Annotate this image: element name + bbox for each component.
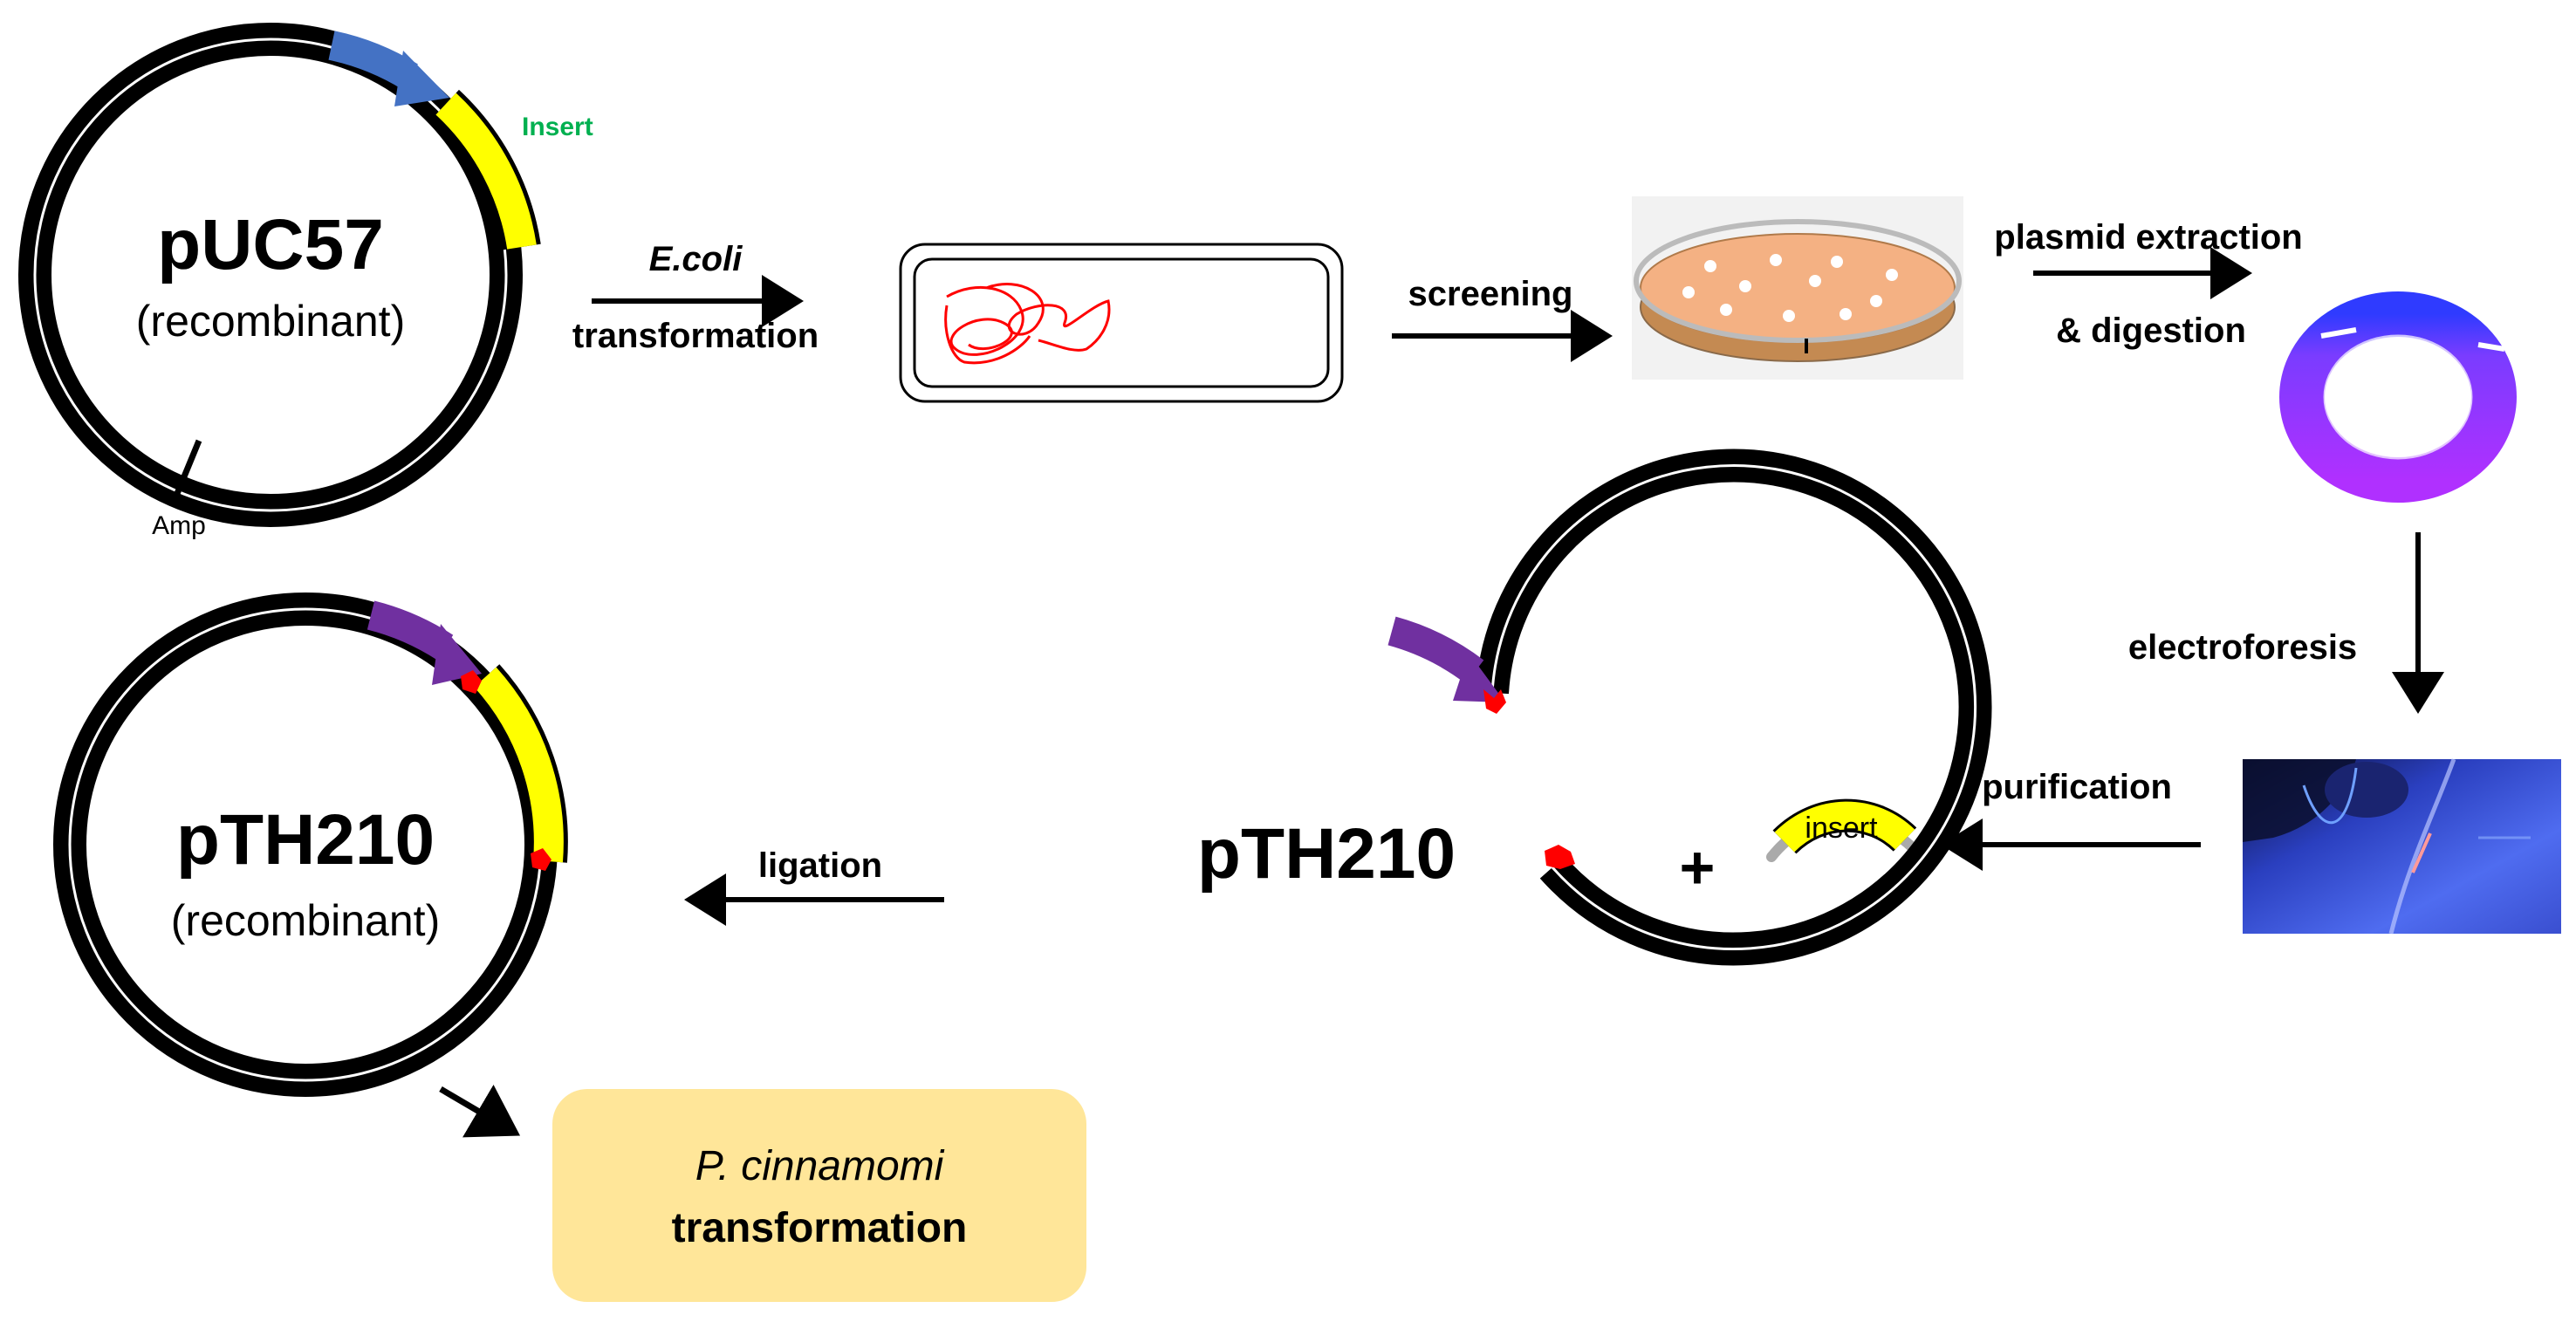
- pth210-open-cut-site: [1483, 689, 1506, 714]
- ecoli-label: E.coli: [649, 240, 743, 278]
- gel-photo-edge: [2388, 758, 2456, 935]
- pth210-open-cut-site: [1545, 845, 1575, 869]
- screening-label: screening: [1408, 275, 1573, 313]
- pth210-open-promoter-arrowhead: [1453, 653, 1505, 702]
- ecoli-cell-inner-membrane: [913, 257, 1330, 388]
- pth210-open-plasmid: pTH210: [1197, 449, 1992, 966]
- petri-dish-colonies: [1682, 254, 1898, 322]
- colony: [1720, 304, 1732, 316]
- puc57-insert-segment: [435, 92, 537, 250]
- petri-dish-lid: [1634, 219, 1962, 343]
- gel-photo-wire: [2302, 767, 2358, 825]
- gel-photo-band: [2411, 832, 2432, 873]
- final-transformation-step: P. cinnamomi transformation: [439, 1084, 1086, 1302]
- digested-plasmid-cut: [2320, 327, 2357, 339]
- gel-photo: [2243, 758, 2561, 935]
- ligation-step: ligation: [684, 846, 944, 926]
- ecoli-transformation-step: E.coli transformation: [572, 240, 819, 355]
- pth210-recombinant-promoter-arrow: [367, 600, 454, 661]
- petri-dish: [1632, 196, 1963, 380]
- puc57-promoter-arrow: [328, 31, 418, 90]
- digested-plasmid-cut: [2477, 342, 2505, 352]
- insert-fragment: insert +: [1680, 798, 1923, 901]
- ecoli-chromosome: [944, 283, 1111, 365]
- final-organism-label: P. cinnamomi: [695, 1143, 945, 1189]
- insert-fragment-body: [1774, 801, 1915, 853]
- puc57-amp-marker: [171, 439, 202, 502]
- puc57-name: pUC57: [157, 205, 384, 284]
- insert-fragment-label: insert: [1805, 812, 1878, 845]
- gel-photo-glove: [2325, 762, 2408, 818]
- pth210-open-backbone: [1476, 449, 1992, 966]
- pth210-open-backbone-line: [1490, 464, 1977, 951]
- digested-plasmid-ring-inner: [2323, 334, 2473, 460]
- screening-step: screening: [1392, 275, 1613, 362]
- pth210-recombinant-insert-segment: [474, 667, 564, 863]
- colony: [1809, 275, 1821, 287]
- colony: [1886, 269, 1898, 281]
- electroforesis-label: electroforesis: [2128, 628, 2357, 667]
- puc57-backbone-line: [33, 38, 508, 512]
- pth210-recombinant-promoter-arrowhead: [432, 624, 482, 685]
- puc57-promoter-arrowhead: [394, 51, 449, 106]
- puc57-subtitle: (recombinant): [136, 297, 405, 346]
- purification-label: purification: [1982, 768, 2172, 806]
- puc57-amp-label: Amp: [152, 511, 206, 540]
- colony: [1704, 260, 1716, 272]
- pth210-recombinant-cut-site: [461, 670, 482, 694]
- digested-plasmid-ring: [2279, 291, 2517, 503]
- ecoli-cell: [899, 243, 1344, 403]
- puc57-plasmid: pUC57 (recombinant) Insert Amp: [18, 23, 593, 540]
- pth210-recombinant-subtitle: (recombinant): [171, 896, 440, 945]
- plus-sign: +: [1680, 833, 1716, 901]
- transformation-label: transformation: [572, 317, 819, 355]
- final-transformation-arrow: [439, 1084, 521, 1138]
- pth210-recombinant-name: pTH210: [176, 800, 435, 880]
- extraction-digestion-step: plasmid extraction & digestion: [1994, 218, 2302, 350]
- colony: [1831, 256, 1843, 268]
- puc57-insert-label: Insert: [522, 113, 593, 141]
- final-transformation-box: [552, 1089, 1086, 1302]
- colony: [1840, 308, 1852, 320]
- pth210-open-promoter-arrow: [1387, 616, 1484, 684]
- pth210-recombinant-plasmid: pTH210 (recombinant): [53, 593, 568, 1097]
- purification-step: purification: [1941, 768, 2201, 871]
- pth210-open-name: pTH210: [1197, 814, 1456, 894]
- digested-plasmid: [2279, 291, 2517, 503]
- ligation-label: ligation: [758, 846, 882, 885]
- pth210-recombinant-cut-site: [531, 848, 552, 871]
- colony: [1870, 295, 1882, 307]
- digestion-label: & digestion: [2056, 312, 2246, 350]
- colony: [1770, 254, 1782, 266]
- colony: [1682, 286, 1695, 298]
- plasmid-extraction-label: plasmid extraction: [1994, 218, 2302, 257]
- colony: [1739, 280, 1751, 292]
- final-process-label: transformation: [672, 1205, 968, 1251]
- electroforesis-step: electroforesis: [2128, 532, 2444, 714]
- colony: [1783, 310, 1795, 322]
